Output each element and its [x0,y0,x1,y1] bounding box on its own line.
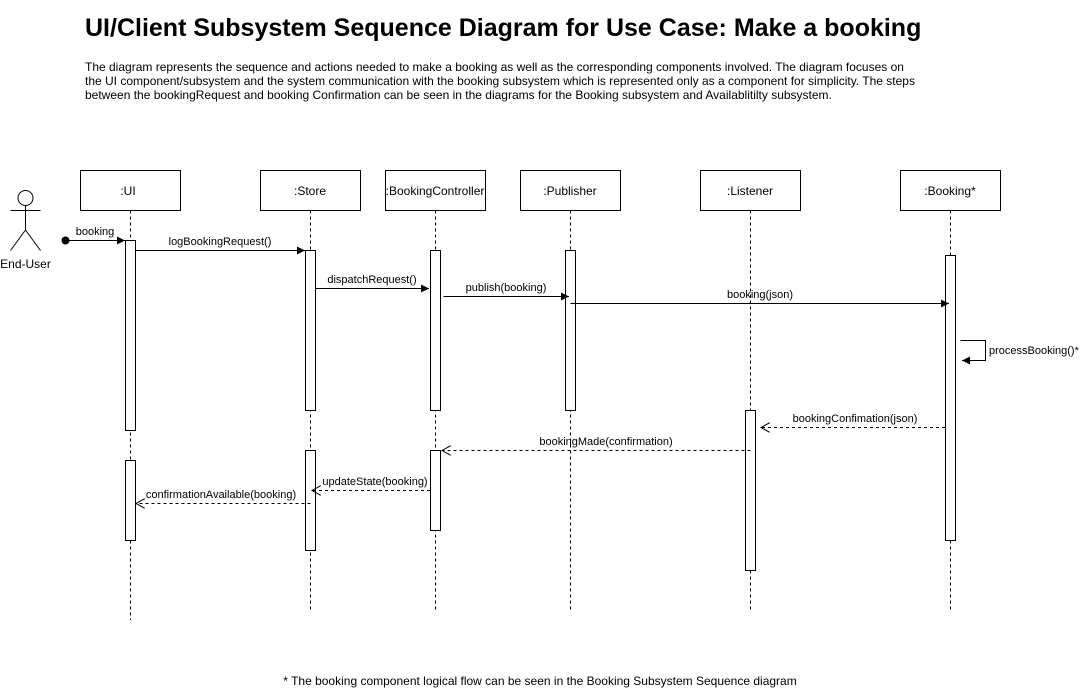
participant-label: :UI [120,184,135,198]
participant-label: :Listener [727,184,773,198]
description-line: between the bookingRequest and booking C… [85,88,832,102]
message-label: booking(json) [727,289,793,301]
participant-store: :Store [260,170,361,211]
description-line: the UI component/subsystem and the syste… [85,74,915,88]
diagram-title: UI/Client Subsystem Sequence Diagram for… [85,14,922,42]
message-label: confirmationAvailable(booking) [146,489,296,501]
participant-booking: :Booking* [900,170,1001,211]
stick-figure-icon [10,190,41,251]
message-update-state: updateState(booking) [312,476,430,491]
message-confirmation-available: confirmationAvailable(booking) [136,489,311,504]
activation-bar [430,450,441,531]
activation-bar [565,250,576,411]
activation-bar [125,460,136,541]
activation-bar [430,250,441,411]
activation-bar [745,410,756,571]
footnote: * The booking component logical flow can… [283,674,797,688]
participant-booking-controller: :BookingController [385,170,486,211]
participant-label: :Publisher [543,184,596,198]
message-label: processBooking()* [989,345,1080,357]
message-publish: publish(booking) [443,282,569,301]
activation-bar [945,255,956,541]
participant-listener: :Listener [700,170,801,211]
participant-ui: :UI [80,170,181,211]
participant-publisher: :Publisher [520,170,621,211]
participant-label: :BookingController [386,184,485,198]
message-dispatch-request: dispatchRequest() [315,274,429,293]
message-process-booking: processBooking()* [960,340,1080,365]
message-label: dispatchRequest() [327,274,416,286]
message-booking-json: booking(json) [570,289,949,308]
message-label: updateState(booking) [322,476,427,488]
message-label: logBookingRequest() [169,236,272,248]
participant-label: :Booking* [924,184,976,198]
activation-bar [305,450,316,551]
message-booking-made: bookingMade(confirmation) [442,436,751,451]
message-label: bookingConfimation(json) [793,413,918,425]
actor-label: End-User [0,257,51,271]
message-booking: booking [61,226,125,245]
participant-label: :Store [294,184,326,198]
message-label: publish(booking) [466,282,547,294]
message-label: booking [76,226,115,238]
message-log-booking-request: logBookingRequest() [135,236,305,255]
diagram-description: The diagram represents the sequence and … [85,60,925,102]
activation-bar [305,250,316,411]
actor-end-user: End-User [0,190,51,271]
activation-bar [125,240,136,431]
message-booking-confirmation: bookingConfimation(json) [761,413,945,428]
description-line: The diagram represents the sequence and … [85,60,904,74]
message-label: bookingMade(confirmation) [539,436,672,448]
